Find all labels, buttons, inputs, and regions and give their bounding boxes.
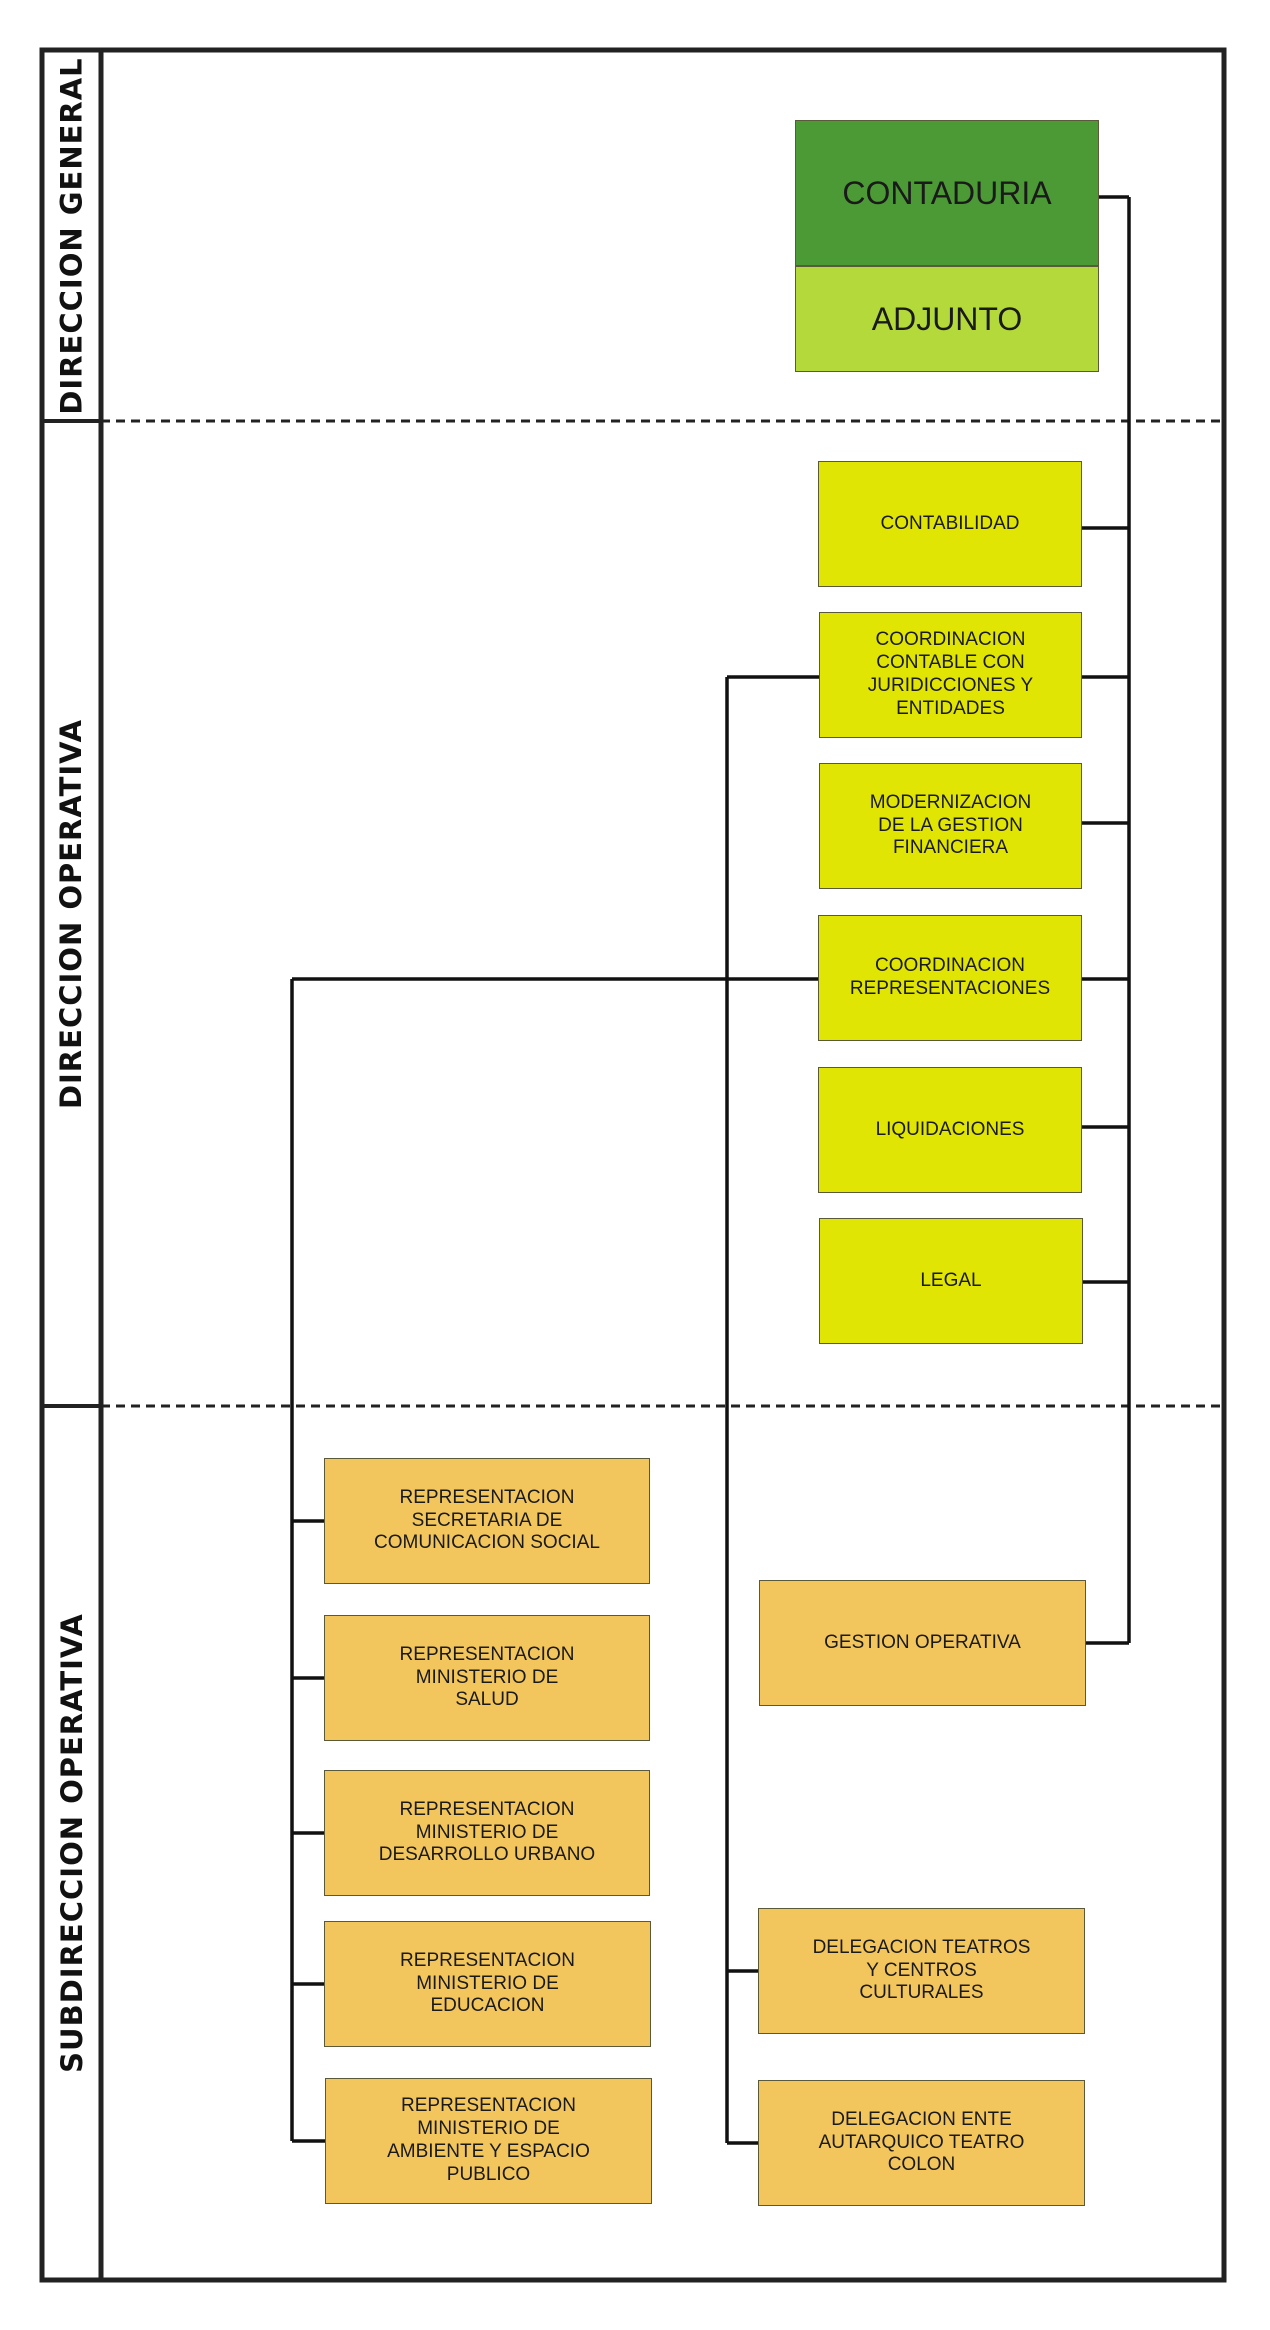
band-label-direccion-operativa: DIRECCION OPERATIVA [54, 718, 89, 1109]
node-rep-desarrollo: REPRESENTACION MINISTERIO DE DESARROLLO … [324, 1770, 650, 1896]
node-delegacion-colon: DELEGACION ENTE AUTARQUICO TEATRO COLON [758, 2080, 1085, 2206]
node-contabilidad: CONTABILIDAD [818, 461, 1082, 587]
node-rep-comunicacion: REPRESENTACION SECRETARIA DE COMUNICACIO… [324, 1458, 650, 1584]
node-coordinacion-contable: COORDINACION CONTABLE CON JURIDICCIONES … [819, 612, 1082, 738]
outer-frame [39, 47, 1227, 2283]
band-label-subdireccion-operativa: SUBDIRECCION OPERATIVA [54, 1613, 89, 2073]
node-delegacion-teatros: DELEGACION TEATROS Y CENTROS CULTURALES [758, 1908, 1085, 2034]
node-coordinacion-representaciones: COORDINACION REPRESENTACIONES [818, 915, 1082, 1041]
node-legal: LEGAL [819, 1218, 1083, 1344]
node-rep-ambiente: REPRESENTACION MINISTERIO DE AMBIENTE Y … [325, 2078, 652, 2204]
node-modernizacion: MODERNIZACION DE LA GESTION FINANCIERA [819, 763, 1082, 889]
node-contaduria: CONTADURIA [795, 120, 1099, 266]
band-label-direccion-general: DIRECCION GENERAL [54, 56, 89, 415]
node-gestion-operativa: GESTION OPERATIVA [759, 1580, 1086, 1706]
node-rep-educacion: REPRESENTACION MINISTERIO DE EDUCACION [324, 1921, 651, 2047]
node-adjunto: ADJUNTO [795, 266, 1099, 372]
node-rep-salud: REPRESENTACION MINISTERIO DE SALUD [324, 1615, 650, 1741]
node-liquidaciones: LIQUIDACIONES [818, 1067, 1082, 1193]
